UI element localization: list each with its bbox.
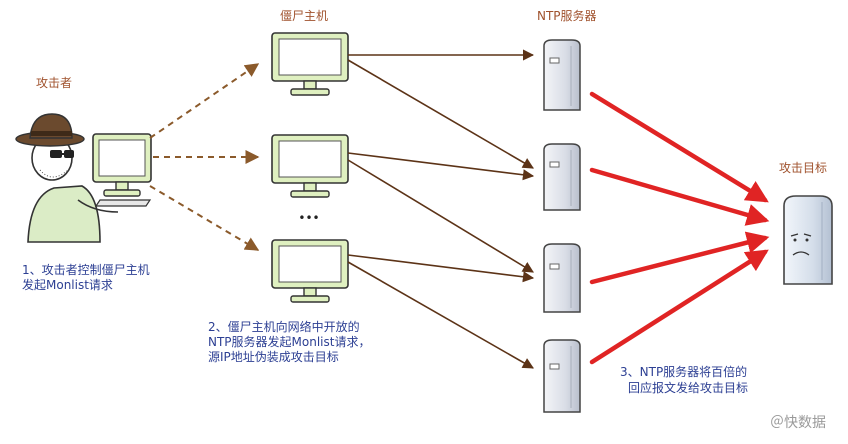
dashed-arrow-to-host-3 (149, 185, 260, 251)
watermark: ＠快数据 (770, 415, 826, 431)
ntp-server-2 (543, 143, 581, 211)
attack-arrow-4 (589, 249, 769, 365)
ntp-servers-label: NTP服务器 (537, 9, 597, 23)
attacker-computer (92, 133, 152, 207)
zombie-host-3 (271, 239, 349, 303)
step3-line-1: 3、NTP服务器将百倍的 (620, 365, 748, 379)
target-server (783, 195, 833, 285)
dashed-arrow-to-host-1 (149, 63, 260, 139)
attack-arrow-1 (589, 91, 769, 203)
step2-line-2: NTP服务器发起Monlist请求， (208, 335, 371, 349)
zombie-hosts-label: 僵尸主机 (280, 9, 329, 23)
ntp-server-4 (543, 339, 581, 413)
ntp-server-1 (543, 39, 581, 111)
request-arrow-2a (347, 152, 535, 181)
zombie-host-2 (271, 134, 349, 198)
step2-line-3: 源IP地址伪装成攻击目标 (208, 350, 339, 364)
attack-arrows (589, 91, 770, 365)
step1-line-1: 1、攻击者控制僵尸主机 (22, 263, 150, 277)
dashed-arrows (149, 63, 260, 251)
request-arrows (347, 49, 535, 369)
attacker-label: 攻击者 (36, 76, 73, 90)
attack-arrow-3 (589, 231, 770, 285)
hosts-ellipsis: ••• (298, 211, 319, 225)
request-arrow-3b (347, 261, 534, 369)
step1-line-2: 发起Monlist请求 (22, 278, 113, 292)
attack-arrow-2 (589, 167, 770, 226)
zombie-host-1 (271, 32, 349, 96)
request-arrow-1b (347, 59, 534, 169)
target-label: 攻击目标 (779, 161, 828, 175)
attacker-figure (15, 113, 119, 243)
ntp-server-3 (543, 243, 581, 313)
request-arrow-3a (347, 254, 535, 283)
step2-line-1: 2、僵尸主机向网络中开放的 (208, 320, 360, 334)
request-arrow-2b (347, 159, 534, 273)
step3-line-2: 回应报文发给攻击目标 (628, 381, 749, 395)
